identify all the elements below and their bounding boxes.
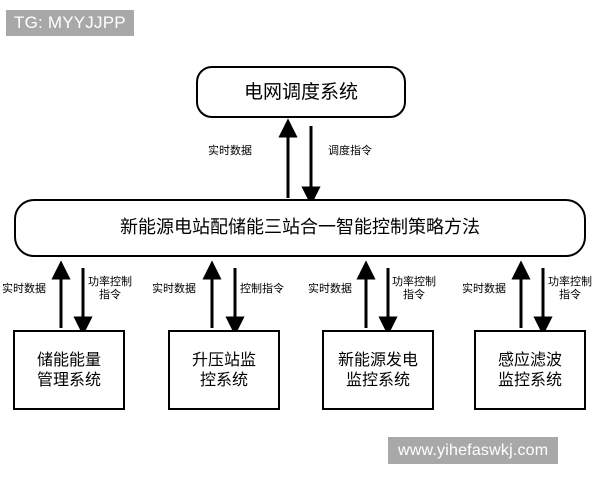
node-energy-storage-management-system: 储能能量 管理系统	[13, 330, 125, 410]
edge-label-ess-power-control-command: 功率控制 指令	[88, 275, 132, 302]
edge-label-gen-power-control-command: 功率控制 指令	[392, 275, 436, 302]
edge-label-boost-control-command: 控制指令	[240, 282, 284, 295]
edge-label-ess-realtime-data: 实时数据	[2, 282, 46, 295]
node-booster-station-monitoring-system: 升压站监 控系统	[168, 330, 280, 410]
watermark-top: TG: MYYJJPP	[6, 10, 134, 36]
node-grid-dispatch-system-label: 电网调度系统	[243, 80, 358, 103]
node-induction-filter-monitoring-system: 感应滤波 监控系统	[474, 330, 586, 410]
edge-label-gen-realtime-data: 实时数据	[308, 282, 352, 295]
node-control-strategy-label: 新能源电站配储能三站合一智能控制策略方法	[120, 217, 480, 239]
edge-label-filter-realtime-data: 实时数据	[462, 282, 506, 295]
node-grid-dispatch-system: 电网调度系统	[196, 66, 406, 118]
watermark-bottom: www.yihefaswkj.com	[388, 437, 559, 464]
edge-label-grid-realtime-data: 实时数据	[208, 144, 252, 157]
node-control-strategy: 新能源电站配储能三站合一智能控制策略方法	[14, 199, 586, 257]
edge-label-boost-realtime-data: 实时数据	[152, 282, 196, 295]
node-booster-station-monitoring-system-label: 升压站监 控系统	[191, 349, 256, 389]
edge-label-grid-dispatch-command: 调度指令	[328, 144, 372, 157]
node-renewable-generation-monitoring-system-label: 新能源发电 监控系统	[337, 349, 418, 389]
node-renewable-generation-monitoring-system: 新能源发电 监控系统	[322, 330, 434, 410]
edge-label-filter-power-control-command: 功率控制 指令	[548, 275, 592, 302]
node-induction-filter-monitoring-system-label: 感应滤波 监控系统	[497, 349, 562, 389]
node-energy-storage-management-system-label: 储能能量 管理系统	[36, 349, 101, 389]
